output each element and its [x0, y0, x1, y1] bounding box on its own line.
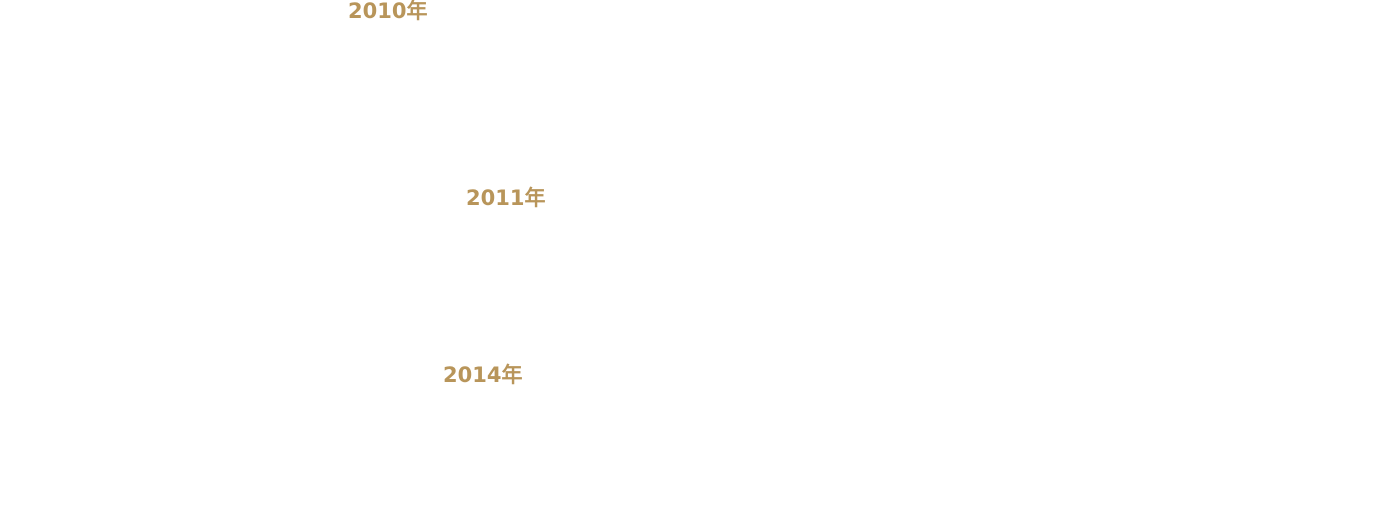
year-label-2014: 2014年 — [443, 363, 523, 387]
year-label-2011: 2011年 — [466, 186, 546, 210]
year-label-2010: 2010年 — [348, 0, 428, 23]
